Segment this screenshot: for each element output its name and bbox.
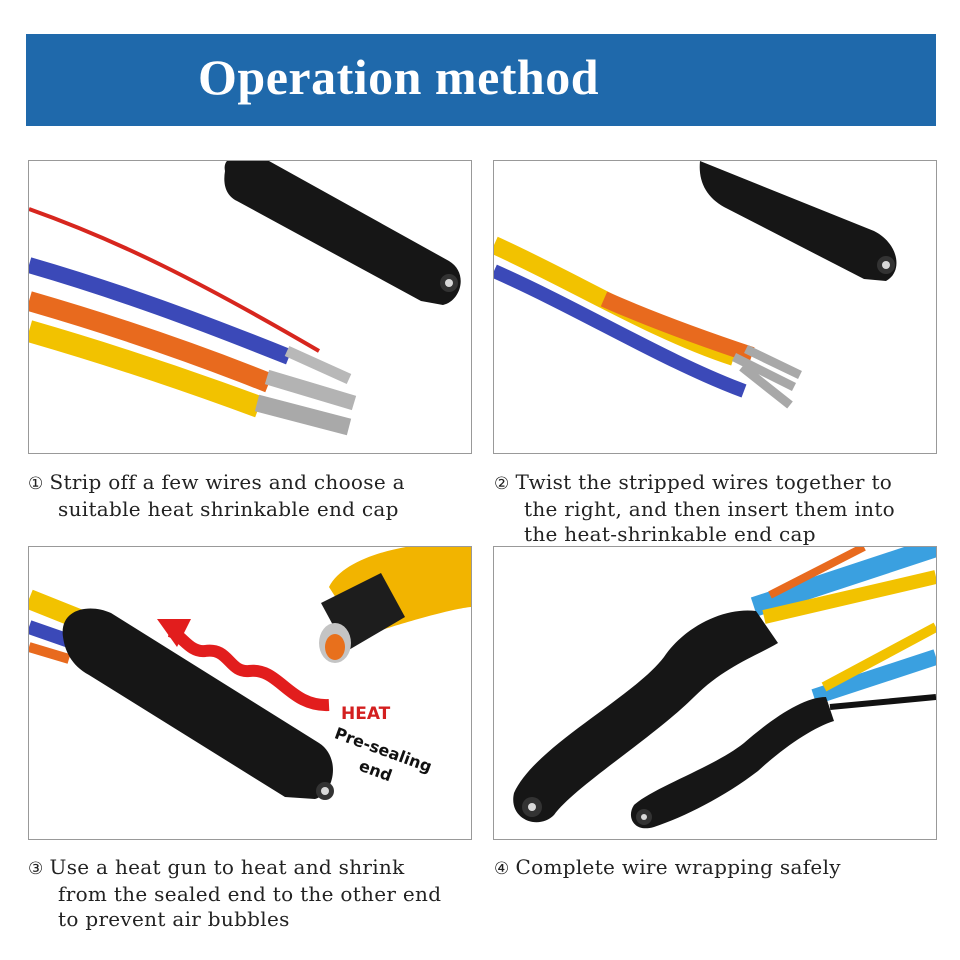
- step-4-image: [493, 546, 937, 840]
- header-banner: Operation method: [26, 34, 936, 126]
- step-1-line-2: suitable heat shrinkable end cap: [58, 497, 399, 521]
- heat-label: HEAT: [341, 704, 391, 724]
- step-3-number: ③: [28, 859, 44, 879]
- step-4-line-1: Complete wire wrapping safely: [515, 855, 841, 879]
- page-title: Operation method: [198, 49, 600, 105]
- wire-red: [29, 207, 321, 353]
- step-3-line-1: Use a heat gun to heat and shrink: [49, 855, 405, 879]
- step-2-image: [493, 160, 937, 454]
- wires-upper: [750, 547, 936, 624]
- step-3-line-3: to prevent air bubbles: [58, 907, 290, 931]
- step-2-number: ②: [494, 474, 510, 494]
- step-2-line-3: the heat-shrinkable end cap: [524, 522, 816, 546]
- step-1-image: [28, 160, 472, 454]
- wire-blue: [494, 264, 747, 398]
- heat-shrink-end-cap: [224, 161, 461, 305]
- shrunk-cap-large: [513, 610, 778, 823]
- heat-shrink-end-cap: [62, 608, 334, 800]
- wire-orange: [600, 291, 755, 363]
- step-3-image: HEAT Pre-sealing end: [28, 546, 472, 840]
- wires-lower: [811, 622, 936, 710]
- twisted-strands: [731, 344, 802, 409]
- step-2-line-2: the right, and then insert them into: [524, 497, 896, 521]
- heat-gun-icon: [319, 547, 471, 663]
- step-4-number: ④: [494, 859, 510, 879]
- wire-yellow: [29, 320, 352, 436]
- step-3-line-2: from the sealed end to the other end: [58, 882, 442, 906]
- step-1-number: ①: [28, 474, 44, 494]
- heat-shrink-end-cap: [699, 161, 897, 281]
- heat-arrow: [157, 619, 330, 712]
- step-1-line-1: Strip off a few wires and choose a: [49, 470, 405, 494]
- wire-orange: [29, 291, 357, 411]
- shrunk-cap-small: [630, 697, 834, 829]
- step-2-line-1: Twist the stripped wires together to: [515, 470, 893, 494]
- wire-blue: [29, 257, 352, 385]
